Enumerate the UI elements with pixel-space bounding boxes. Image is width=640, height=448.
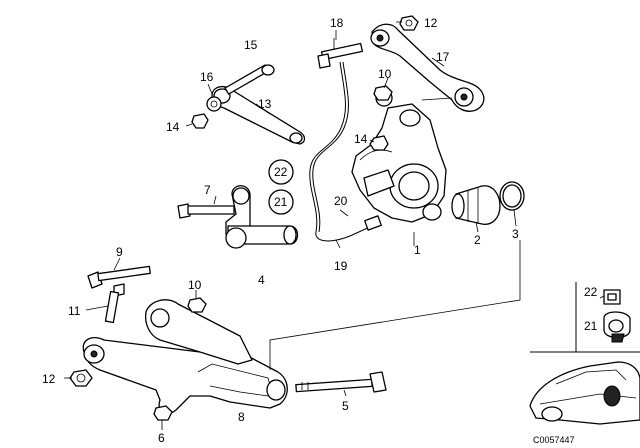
nut-12-lower xyxy=(69,369,93,387)
bolt-15 xyxy=(224,64,275,95)
callout-5: 5 xyxy=(342,399,349,413)
callout-12-lower: 12 xyxy=(42,372,56,386)
bolt-11 xyxy=(104,283,125,324)
clip-21 xyxy=(603,311,631,343)
callout-14-right: 14 xyxy=(354,132,368,146)
callout-20: 20 xyxy=(334,194,348,208)
callout-7: 7 xyxy=(204,183,211,197)
clip-22 xyxy=(599,289,621,305)
nut-14-left xyxy=(191,113,209,129)
nut-10-upper xyxy=(373,85,393,101)
callout-22: 22 xyxy=(274,165,288,179)
inset-label-21: 21 xyxy=(584,319,598,333)
upper-control-arm xyxy=(370,23,485,112)
callout-16: 16 xyxy=(200,70,214,84)
wheel-carrier xyxy=(351,89,447,223)
callout-4: 4 xyxy=(258,273,265,287)
callout-19: 19 xyxy=(334,259,348,273)
callout-8: 8 xyxy=(238,410,245,424)
inset-label-22: 22 xyxy=(584,285,598,299)
washer-16 xyxy=(206,96,222,112)
circled-callout-22: 22 xyxy=(268,159,294,185)
callout-labels: 1 2 3 4 5 6 7 8 9 10 10 11 12 12 13 14 1… xyxy=(42,16,519,445)
image-code: C0057447 xyxy=(533,435,575,445)
callout-15: 15 xyxy=(244,38,258,52)
callout-6: 6 xyxy=(158,431,165,445)
inset-panel xyxy=(529,282,640,425)
circlip xyxy=(499,181,525,211)
leader-lines xyxy=(64,21,521,430)
callout-17: 17 xyxy=(436,50,450,64)
callout-12-top: 12 xyxy=(424,16,438,30)
callout-18: 18 xyxy=(330,16,344,30)
bolt-9 xyxy=(87,265,151,289)
callout-10-lower: 10 xyxy=(188,278,202,292)
nut-14-right xyxy=(369,135,389,151)
callout-14-left: 14 xyxy=(166,120,180,134)
callout-21: 21 xyxy=(274,195,288,209)
abs-sensor-cable xyxy=(309,61,382,242)
nut-12-top xyxy=(399,15,419,31)
callout-3: 3 xyxy=(512,227,519,241)
callout-9: 9 xyxy=(116,245,123,259)
callout-13: 13 xyxy=(258,97,272,111)
bolt-5 xyxy=(295,371,387,393)
bolt-18 xyxy=(317,38,364,69)
nut-10-lower xyxy=(187,297,207,313)
callout-1: 1 xyxy=(414,243,421,257)
callout-2: 2 xyxy=(474,233,481,247)
callout-10-upper: 10 xyxy=(378,67,392,81)
circled-callout-21: 21 xyxy=(268,189,294,215)
bush-carrier-4 xyxy=(225,185,299,249)
callout-11: 11 xyxy=(68,304,81,318)
bolt-7 xyxy=(177,203,235,219)
lower-control-arm xyxy=(82,299,288,415)
trailing-link xyxy=(211,85,306,145)
nut-6 xyxy=(153,405,173,421)
car-silhouette xyxy=(529,361,640,425)
wheel-bearing xyxy=(451,185,501,225)
